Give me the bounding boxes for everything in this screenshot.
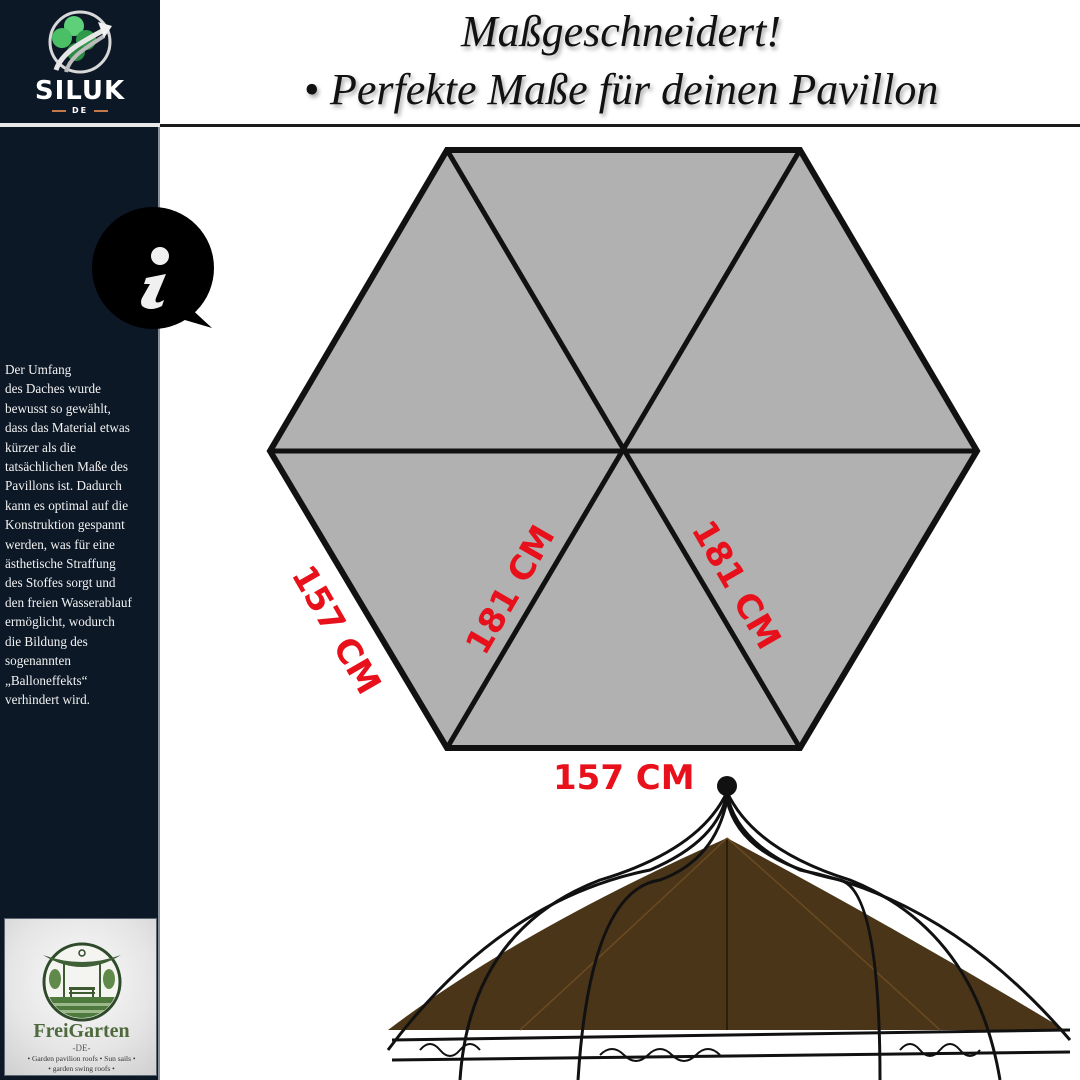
header-divider [160,124,1080,127]
info-description: Der Umfang des Daches wurde bewusst so g… [5,362,132,707]
siluk-logo: SILUK DE [0,0,160,123]
headline-title: Maßgeschneidert! [460,7,782,56]
gazebo-illustration [386,776,1072,1080]
brand-sub: DE [0,106,160,115]
sidebar: SILUK DE Der Umfang des Daches wurde bew… [0,0,160,1080]
info-icon [92,207,214,329]
divider [0,123,160,127]
dimension-side-left: 157 CM [283,558,389,702]
dimension-radius-right: 181 CM [683,513,789,657]
clover-arrow-icon [48,10,112,74]
partner-name: FreiGarten [33,1020,130,1042]
brand-name: SILUK [34,76,126,106]
partner-tagline: • garden swing roofs • [48,1064,115,1073]
freigarten-logo: FreiGarten -DE- • Garden pavilion roofs … [4,918,157,1076]
garden-bench-emblem-icon [42,942,122,1022]
partner-sub: -DE- [72,1043,91,1053]
partner-tagline: • Garden pavilion roofs • Sun sails • [27,1054,136,1063]
dimension-radius-left: 181 CM [458,518,564,662]
headline-subtitle: • Perfekte Maße für deinen Pavillon [303,65,939,114]
dimension-side-bottom: 157 CM [553,758,695,798]
